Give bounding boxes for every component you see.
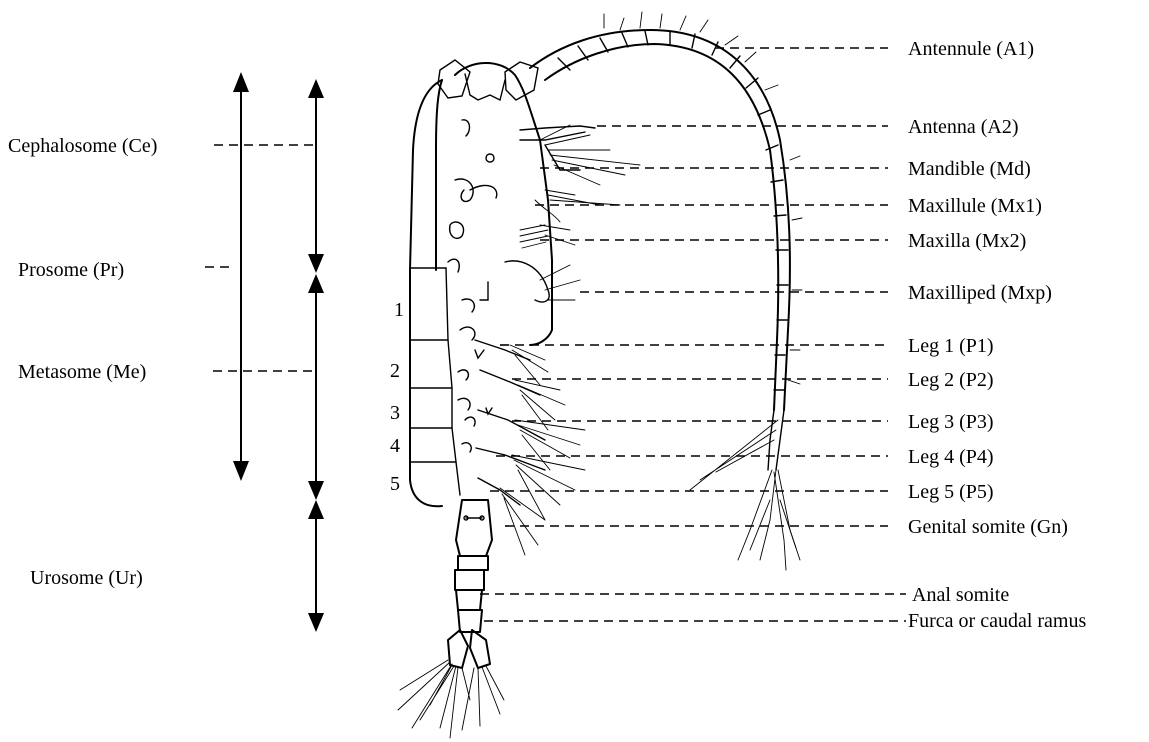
label-maxillule: Maxillule (Mx1) [908, 195, 1042, 217]
segment-number-4: 4 [390, 435, 400, 457]
label-antenna: Antenna (A2) [908, 116, 1019, 138]
label-maxilla: Maxilla (Mx2) [908, 230, 1026, 252]
urosome-extent-arrow [308, 500, 324, 632]
label-leg-2: Leg 2 (P2) [908, 369, 994, 391]
segment-number-5: 5 [390, 473, 400, 495]
label-leg-3: Leg 3 (P3) [908, 411, 994, 433]
urosome-label: Urosome (Ur) [30, 567, 143, 589]
metasome-label: Metasome (Me) [18, 361, 146, 383]
segment-number-1: 1 [394, 299, 404, 321]
label-anal-somite: Anal somite [912, 584, 1009, 606]
label-leg-5: Leg 5 (P5) [908, 481, 994, 503]
label-antennule: Antennule (A1) [908, 38, 1034, 60]
cephalosome-extent-arrow [308, 79, 324, 273]
segment-number-3: 3 [390, 402, 400, 424]
metasome-extent-arrow [308, 274, 324, 500]
right-leaders [480, 48, 906, 621]
prosome-label: Prosome (Pr) [18, 259, 124, 281]
label-genital-somite: Genital somite (Gn) [908, 516, 1068, 538]
cephalosome-label: Cephalosome (Ce) [8, 135, 157, 157]
label-furca: Furca or caudal ramus [908, 610, 1086, 632]
label-mandible: Mandible (Md) [908, 158, 1031, 180]
label-leg-1: Leg 1 (P1) [908, 335, 994, 357]
label-maxilliped: Maxilliped (Mxp) [908, 282, 1052, 304]
label-leg-4: Leg 4 (P4) [908, 446, 994, 468]
prosome-extent-arrow [233, 72, 249, 481]
segment-number-2: 2 [390, 360, 400, 382]
copepod-illustration [398, 12, 802, 738]
